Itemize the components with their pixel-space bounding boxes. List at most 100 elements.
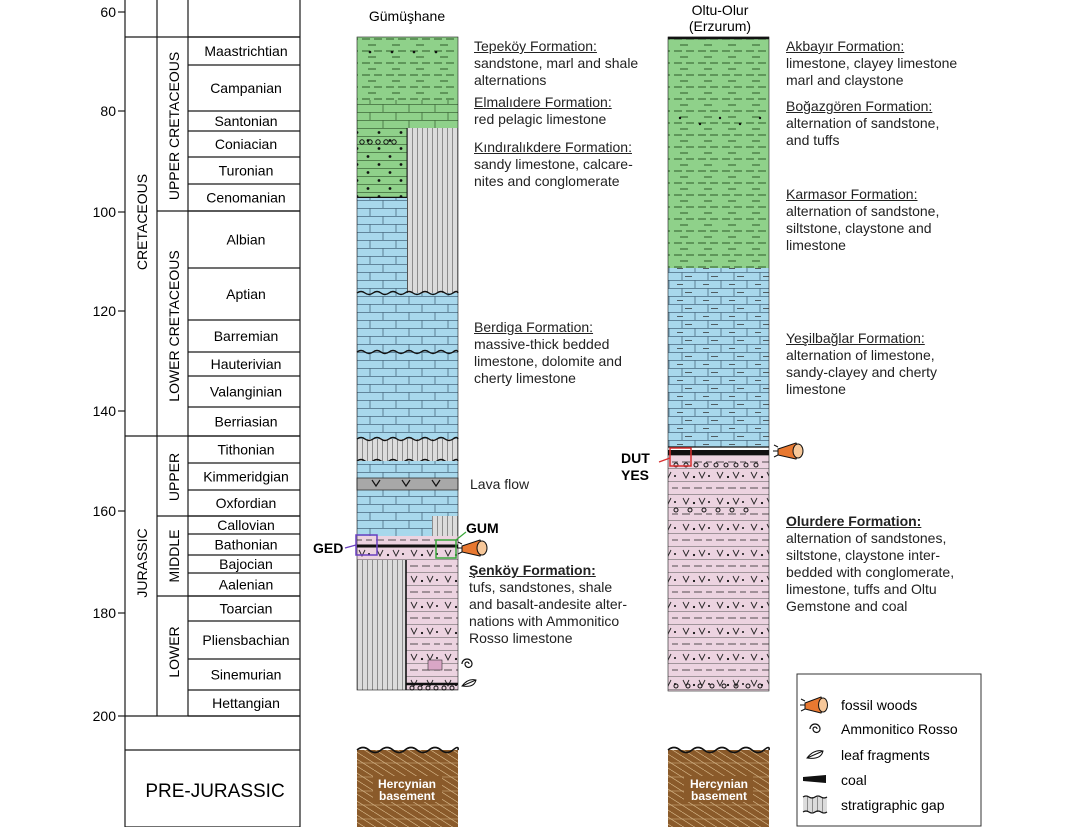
yesilbaglar-line: alternation of limestone, (786, 347, 935, 363)
yesilbaglar-title: Yeşilbağlar Formation: (786, 330, 925, 346)
berdiga-unit (357, 293, 458, 439)
fossil-wood-icon (773, 442, 804, 460)
stage-label: Turonian (219, 163, 274, 179)
stage-label: Coniacian (215, 136, 277, 152)
tepekoy-dots (368, 50, 438, 54)
stage-label: Pliensbachian (202, 632, 289, 648)
kindiralikdere-line: sandy limestone, calcare- (474, 156, 633, 172)
dut-yes-box (669, 447, 692, 467)
berdiga-line: massive-thick bedded (474, 336, 610, 352)
gumushane-gap-lower (357, 560, 406, 690)
senkoy-line: nations with Ammonitico (469, 613, 620, 629)
senkoy-unit (406, 560, 458, 690)
senkoy-title: Şenköy Formation: (469, 562, 596, 578)
epoch-upper-jurassic: UPPER (166, 453, 182, 501)
olurdere-line: Gemstone and coal (786, 598, 908, 614)
olurdere-line: alternation of sandstones, (786, 530, 947, 546)
fossil-wood-icon (800, 696, 828, 714)
gumushane-title: Gümüşhane (369, 8, 445, 24)
y-tick-label: 140 (93, 403, 117, 419)
legend-label-gap: stratigraphic gap (841, 797, 945, 813)
akbayir-title: Akbayır Formation: (786, 38, 905, 54)
legend-label-leaf: leaf fragments (841, 747, 930, 763)
stage-label: Sinemurian (211, 667, 282, 683)
gum-box (435, 539, 457, 559)
oltu-basement-label-2: basement (691, 789, 747, 803)
yesilbaglar-unit (668, 268, 769, 447)
gumushane-gap-middle (432, 516, 458, 536)
conglomerate-marks (359, 139, 397, 145)
y-tick-label: 100 (93, 204, 117, 220)
elmalidere-unit (357, 100, 458, 128)
yes-label: YES (621, 467, 649, 483)
karmasor-unit (668, 131, 769, 268)
dut-label: DUT (621, 450, 650, 466)
gap-icon (802, 795, 828, 814)
ammonite-icon (461, 658, 473, 669)
stage-label: Albian (227, 232, 266, 248)
oltu-title-line1: Oltu-Olur (692, 2, 749, 18)
kindiralikdere-description: Kındıralıkdere Formation: sandy limeston… (474, 139, 633, 190)
tepekoy-line: alternations (474, 72, 547, 88)
gumushane-basement-label-2: basement (379, 789, 435, 803)
y-tick-label: 180 (93, 605, 117, 621)
karmasor-line: limestone (786, 237, 846, 253)
bogazgoren-unit (668, 99, 769, 131)
gumushane-column: Gümüşhane (356, 8, 459, 827)
stage-label: Oxfordian (216, 495, 277, 511)
gumushane-gap-upper (407, 128, 458, 293)
epoch-middle-jurassic: MIDDLE (166, 530, 182, 583)
leaf-icon (461, 679, 477, 687)
y-tick-label: 80 (100, 103, 116, 119)
stage-label: Maastrichtian (204, 43, 287, 59)
stage-label: Aalenian (219, 577, 274, 593)
kindiralikdere-unit (357, 128, 407, 198)
olurdere-line: bedded with conglomerate, (786, 564, 955, 580)
lava-flow-label: Lava flow (470, 476, 530, 492)
olurdere-line: siltstone, claystone inter- (786, 547, 941, 563)
ged-label: GED (313, 540, 343, 556)
ammonite-icon (809, 723, 821, 734)
stage-label: Tithonian (217, 442, 274, 458)
stage-label: Valanginian (210, 384, 282, 400)
stage-label: Hettangian (212, 695, 280, 711)
y-tick-label: 120 (93, 303, 117, 319)
stage-label: Bajocian (219, 556, 273, 572)
kindiralikdere-title: Kındıralıkdere Formation: (474, 139, 632, 155)
kindiralikdere-line: nites and conglomerate (474, 173, 620, 189)
stage-label: Cenomanian (206, 190, 285, 206)
stage-label: Barremian (214, 328, 279, 344)
berdiga-title: Berdiga Formation: (474, 319, 594, 335)
olurdere-conglomerate (673, 462, 763, 689)
site-markers: GED GUM DUT YES (313, 442, 804, 687)
akbayir-line: limestone, clayey limestone (786, 55, 958, 71)
tepekoy-line: sandstone, marl and shale (474, 55, 639, 71)
ammonitico-rosso-bed (427, 659, 443, 671)
stage-label: Callovian (217, 517, 275, 533)
legend: fossil woods Ammonitico Rosso leaf fragm… (796, 673, 982, 827)
tepekoy-description: Tepeköy Formation: sandstone, marl and s… (474, 38, 638, 89)
stage-label: Kimmeridgian (203, 469, 289, 485)
berdiga-line: cherty limestone (474, 370, 576, 386)
stage-label: Campanian (210, 80, 282, 96)
era-jurassic: JURASSIC (134, 528, 150, 597)
yesilbaglar-line: sandy-clayey and cherty (786, 364, 937, 380)
bogazgoren-line: alternation of sandstone, (786, 115, 940, 131)
olurdere-line: limestone, tuffs and Oltu (786, 581, 937, 597)
senkoy-line: tufs, sandstones, shale (469, 579, 613, 595)
y-tick-label: 200 (93, 708, 117, 724)
stage-label: Berriasian (214, 414, 277, 430)
epoch-upper-cretaceous: UPPER CRETACEOUS (166, 52, 182, 200)
legend-label-ammonitico: Ammonitico Rosso (841, 721, 958, 737)
olurdere-description: Olurdere Formation: alternation of sands… (786, 513, 954, 615)
yesilbaglar-line: limestone (786, 381, 846, 397)
yesilbaglar-description: Yeşilbağlar Formation: alternation of li… (786, 330, 937, 398)
gumushane-gap-tithonian (357, 439, 458, 461)
karmasor-title: Karmasor Formation: (786, 186, 918, 202)
era-pre-jurassic: PRE-JURASSIC (145, 781, 284, 802)
akbayir-description: Akbayır Formation: limestone, clayey lim… (786, 38, 957, 89)
karmasor-description: Karmasor Formation: alternation of sands… (786, 186, 939, 254)
coal-icon (803, 775, 826, 783)
senkoy-line: and basalt-andesite alter- (469, 596, 627, 612)
